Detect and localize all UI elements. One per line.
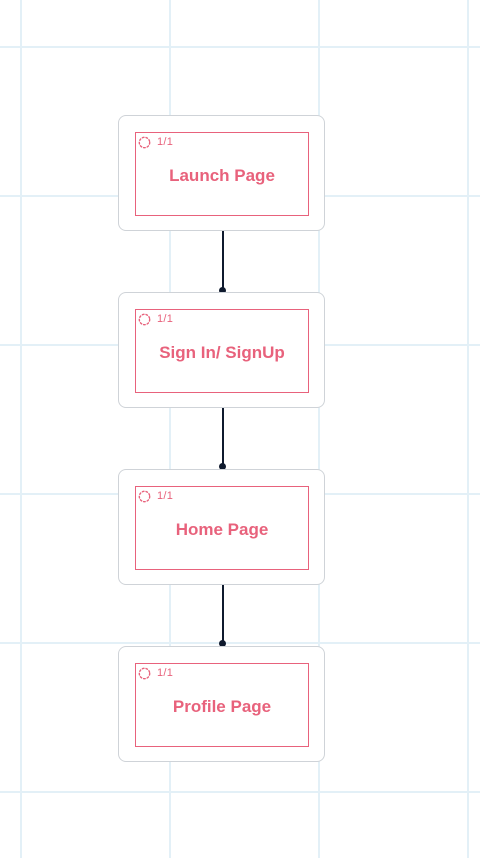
connector-line-3 <box>222 585 224 643</box>
connector-line-2 <box>222 408 224 466</box>
connector-line-1 <box>222 231 224 290</box>
node-status: 1/1 <box>138 312 173 326</box>
node-label: Sign In/ SignUp <box>159 343 285 362</box>
node-label: Home Page <box>175 520 269 539</box>
connector-dot-3[interactable] <box>219 640 226 647</box>
loading-spinner-icon <box>138 136 151 148</box>
node-label: Profile Page <box>172 697 272 716</box>
screen-frame[interactable]: 1/1 Profile Page <box>135 663 309 747</box>
screen-frame[interactable]: 1/1 Launch Page <box>135 132 309 216</box>
flow-node-launch-page[interactable]: 1/1 Launch Page <box>118 115 325 231</box>
node-status: 1/1 <box>138 666 173 680</box>
screen-frame[interactable]: 1/1 Sign In/ SignUp <box>135 309 309 393</box>
node-count: 1/1 <box>157 667 174 679</box>
screen-frame[interactable]: 1/1 Home Page <box>135 486 309 570</box>
node-status: 1/1 <box>138 489 173 503</box>
connector-dot-2[interactable] <box>219 463 226 470</box>
flow-node-profile-page[interactable]: 1/1 Profile Page <box>118 646 325 762</box>
node-label: Launch Page <box>169 166 275 185</box>
node-count: 1/1 <box>157 313 174 325</box>
flow-node-home-page[interactable]: 1/1 Home Page <box>118 469 325 585</box>
connector-dot-1[interactable] <box>219 287 226 294</box>
loading-spinner-icon <box>138 490 151 502</box>
loading-spinner-icon <box>138 667 151 679</box>
flow-node-sign-in-signup[interactable]: 1/1 Sign In/ SignUp <box>118 292 325 408</box>
node-count: 1/1 <box>157 136 174 148</box>
node-count: 1/1 <box>157 490 174 502</box>
node-status: 1/1 <box>138 135 173 149</box>
loading-spinner-icon <box>138 313 151 325</box>
